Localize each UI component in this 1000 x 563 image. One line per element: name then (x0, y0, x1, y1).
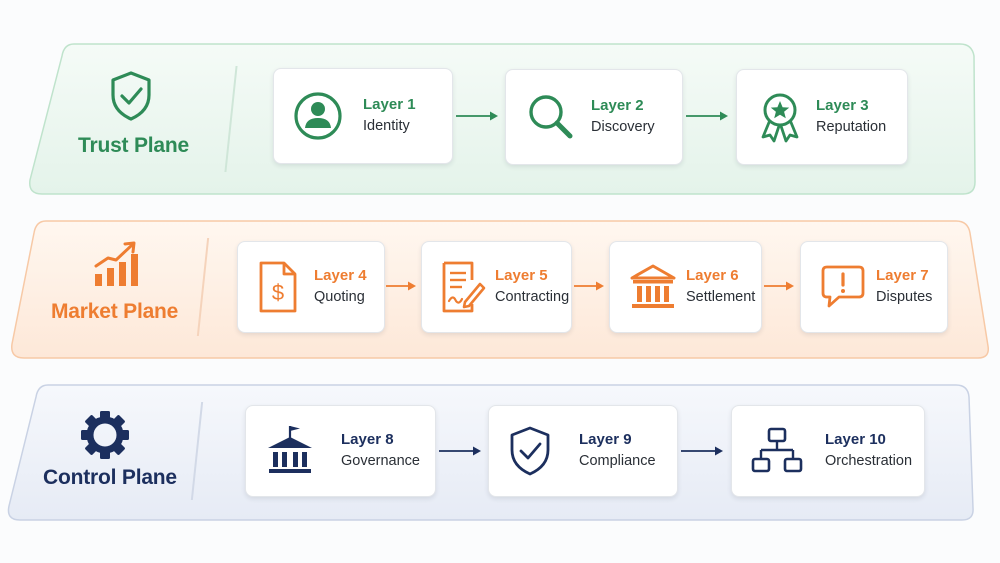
government-building-icon (268, 426, 312, 473)
layer-card-orchestration[interactable]: Layer 10 Orchestration (731, 405, 925, 497)
layer-name: Contracting (495, 289, 570, 305)
layer-number: Layer 3 (816, 97, 869, 114)
layer-name: Reputation (816, 119, 887, 135)
invoice-dollar-icon: $ (259, 261, 297, 313)
contract-pen-icon (442, 261, 486, 313)
layer-card-governance[interactable]: Layer 8 Governance (245, 405, 436, 497)
layer-number: Layer 1 (363, 96, 416, 113)
layer-card-identity[interactable]: Layer 1 Identity (273, 68, 453, 164)
arrow-right-icon (686, 111, 728, 121)
layer-number: Layer 7 (876, 267, 929, 284)
layer-card-quoting[interactable]: $ Layer 4 Quoting (237, 241, 385, 333)
flow-hierarchy-icon (751, 427, 803, 473)
layer-name: Settlement (686, 289, 756, 305)
layer-card-settlement[interactable]: Layer 6 Settlement (609, 241, 762, 333)
trust-plane: Trust Plane Layer 1 Identity Layer 2 Dis… (0, 0, 1000, 200)
arrow-right-icon (574, 281, 604, 291)
shield-check-icon (510, 426, 550, 476)
bank-icon (630, 264, 676, 308)
layer-card-disputes[interactable]: Layer 7 Disputes (800, 241, 948, 333)
arrow-right-icon (439, 446, 481, 456)
layer-name: Governance (341, 453, 420, 469)
shield-check-icon (111, 71, 151, 121)
layer-name: Compliance (579, 453, 656, 469)
layer-number: Layer 2 (591, 97, 644, 114)
plane-title: Trust Plane (78, 134, 190, 157)
svg-text:$: $ (272, 280, 284, 305)
plane-title: Market Plane (51, 300, 179, 323)
alert-speech-bubble-icon (821, 265, 865, 308)
layer-card-discovery[interactable]: Layer 2 Discovery (505, 69, 683, 165)
layer-name: Identity (363, 118, 410, 134)
layer-card-compliance[interactable]: Layer 9 Compliance (488, 405, 678, 497)
arrow-right-icon (386, 281, 416, 291)
layer-name: Disputes (876, 289, 933, 305)
layer-number: Layer 10 (825, 431, 886, 448)
gear-icon (81, 411, 129, 459)
layer-number: Layer 5 (495, 267, 548, 284)
layer-name: Discovery (591, 119, 655, 135)
layer-card-contracting[interactable]: Layer 5 Contracting (421, 241, 572, 333)
layer-card-reputation[interactable]: Layer 3 Reputation (736, 69, 908, 165)
arrow-right-icon (456, 111, 498, 121)
arrow-right-icon (764, 281, 794, 291)
user-icon (294, 92, 342, 140)
magnifier-icon (529, 95, 573, 139)
layer-number: Layer 8 (341, 431, 394, 448)
arrow-right-icon (681, 446, 723, 456)
market-plane: Market Plane $ Layer 4 Quoting Layer 5 C… (11, 220, 990, 359)
layer-name: Orchestration (825, 453, 913, 469)
layer-number: Layer 9 (579, 431, 632, 448)
layer-number: Layer 6 (686, 267, 739, 284)
plane-title: Control Plane (43, 466, 177, 489)
layer-number: Layer 4 (314, 267, 367, 284)
layer-name: Quoting (314, 289, 365, 305)
award-ribbon-icon (761, 93, 799, 143)
bar-chart-trend-icon (94, 241, 138, 286)
